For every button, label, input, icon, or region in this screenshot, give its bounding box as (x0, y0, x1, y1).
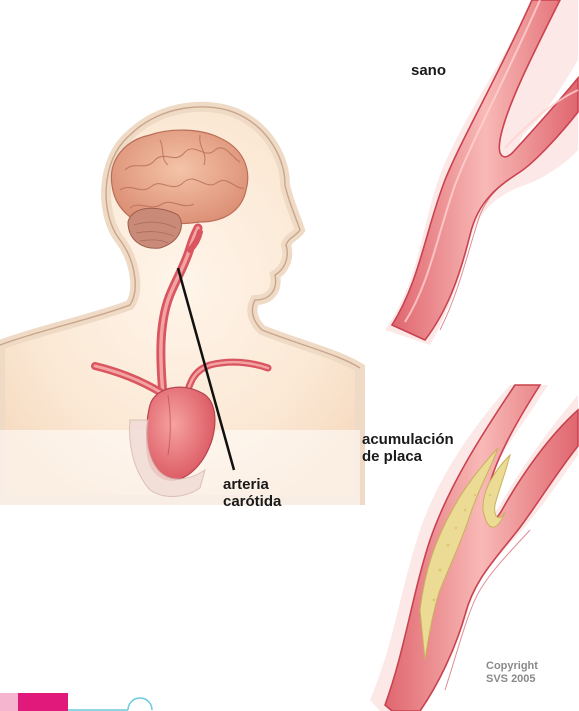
footer-accent (0, 693, 152, 711)
plaque-label-line2: de placa (362, 448, 422, 465)
copyright-line2: SVS 2005 (486, 673, 536, 686)
copyright-line1: Copyright (486, 660, 538, 673)
plaque-label-line1: acumulación (362, 431, 454, 448)
artery-label-line1: arteria (223, 476, 269, 493)
artery-label-line2: carótida (223, 493, 281, 510)
healthy-artery (385, 0, 578, 345)
healthy-label: sano (411, 62, 446, 79)
